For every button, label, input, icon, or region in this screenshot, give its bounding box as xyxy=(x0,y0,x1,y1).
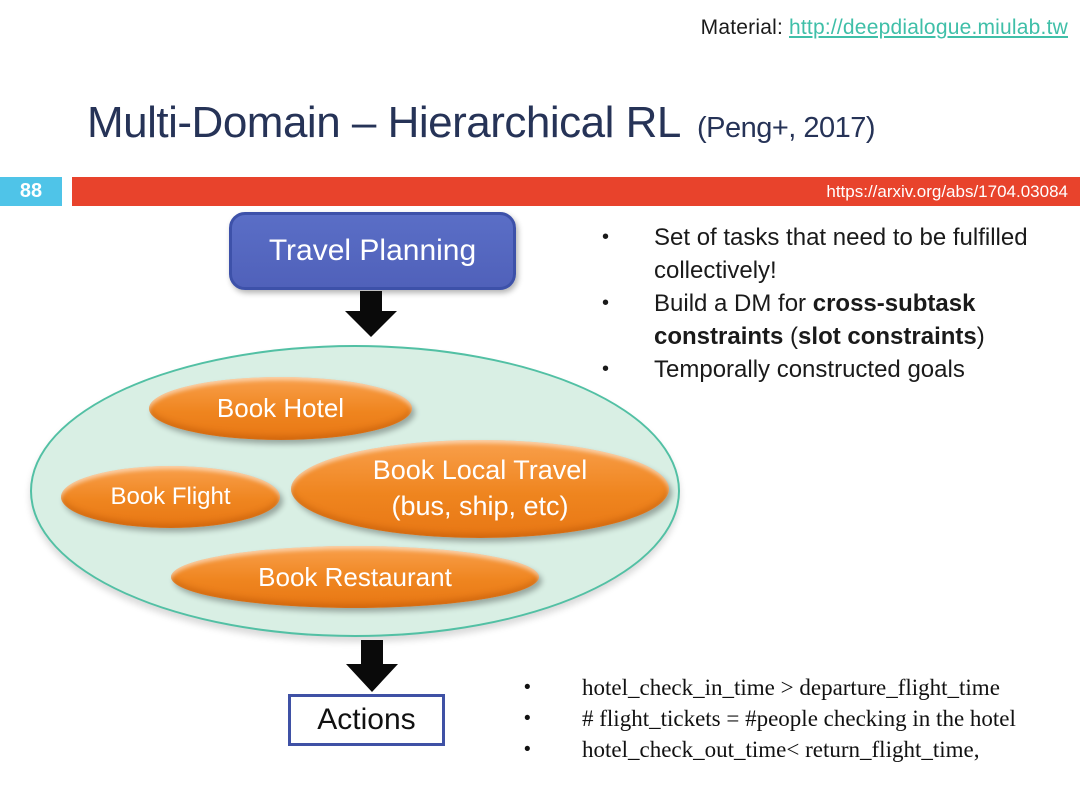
book-flight-label: Book Flight xyxy=(110,483,231,510)
constraints-list: • hotel_check_in_time > departure_flight… xyxy=(524,672,1070,765)
actions-label: Actions xyxy=(317,703,416,736)
book-hotel-node: Book Hotel xyxy=(149,377,412,440)
book-restaurant-label: Book Restaurant xyxy=(258,561,452,592)
constraint-1: hotel_check_in_time > departure_flight_t… xyxy=(582,675,1000,700)
book-local-travel-label-line1: Book Local Travel xyxy=(372,455,588,486)
actions-node: Actions xyxy=(288,694,445,746)
list-item: • Set of tasks that need to be fulfilled… xyxy=(602,221,1074,287)
book-local-travel-label-line2: (bus, ship, etc) xyxy=(391,491,569,521)
travel-planning-label: Travel Planning xyxy=(268,234,477,267)
title-citation: (Peng+, 2017) xyxy=(696,112,876,144)
arrow-down-icon xyxy=(345,291,397,337)
book-flight-node: Book Flight xyxy=(61,466,280,528)
bullet-icon: • xyxy=(524,677,531,698)
key-point-2: Build a DM for cross-subtask constraints… xyxy=(654,290,985,350)
arrow-down-icon xyxy=(346,640,398,692)
list-item: • hotel_check_in_time > departure_flight… xyxy=(524,672,1070,703)
arxiv-link[interactable]: https://arxiv.org/abs/1704.03084 xyxy=(826,181,1068,201)
list-item: • Build a DM for cross-subtask constrain… xyxy=(602,287,1074,353)
page-number-badge: 88 xyxy=(0,177,62,206)
material-line: Material: http://deepdialogue.miulab.tw xyxy=(701,16,1068,40)
key-point-3: Temporally constructed goals xyxy=(654,356,965,383)
key-points-list: • Set of tasks that need to be fulfilled… xyxy=(602,221,1074,386)
bullet-icon: • xyxy=(602,292,610,314)
bullet-icon: • xyxy=(524,739,531,760)
header-bar: https://arxiv.org/abs/1704.03084 xyxy=(72,177,1080,206)
title-main: Multi-Domain – Hierarchical RL xyxy=(87,98,680,147)
list-item: • hotel_check_out_time< return_flight_ti… xyxy=(524,734,1070,765)
book-hotel-label: Book Hotel xyxy=(216,393,345,423)
material-label: Material: xyxy=(700,16,783,39)
constraint-2: # flight_tickets = #people checking in t… xyxy=(582,706,1016,731)
book-local-travel-node: Book Local Travel (bus, ship, etc) xyxy=(291,440,669,538)
travel-planning-node: Travel Planning xyxy=(229,212,516,290)
material-link[interactable]: http://deepdialogue.miulab.tw xyxy=(789,16,1068,39)
bullet-icon: • xyxy=(602,226,610,248)
key-point-1: Set of tasks that need to be fulfilled c… xyxy=(654,224,1028,284)
page-title: Multi-Domain – Hierarchical RL (Peng+, 2… xyxy=(87,98,876,148)
book-restaurant-node: Book Restaurant xyxy=(171,546,539,608)
list-item: • # flight_tickets = #people checking in… xyxy=(524,703,1070,734)
bullet-icon: • xyxy=(524,708,531,729)
bullet-icon: • xyxy=(602,358,610,380)
list-item: • Temporally constructed goals xyxy=(602,353,1074,386)
constraint-3: hotel_check_out_time< return_flight_time… xyxy=(582,737,980,762)
